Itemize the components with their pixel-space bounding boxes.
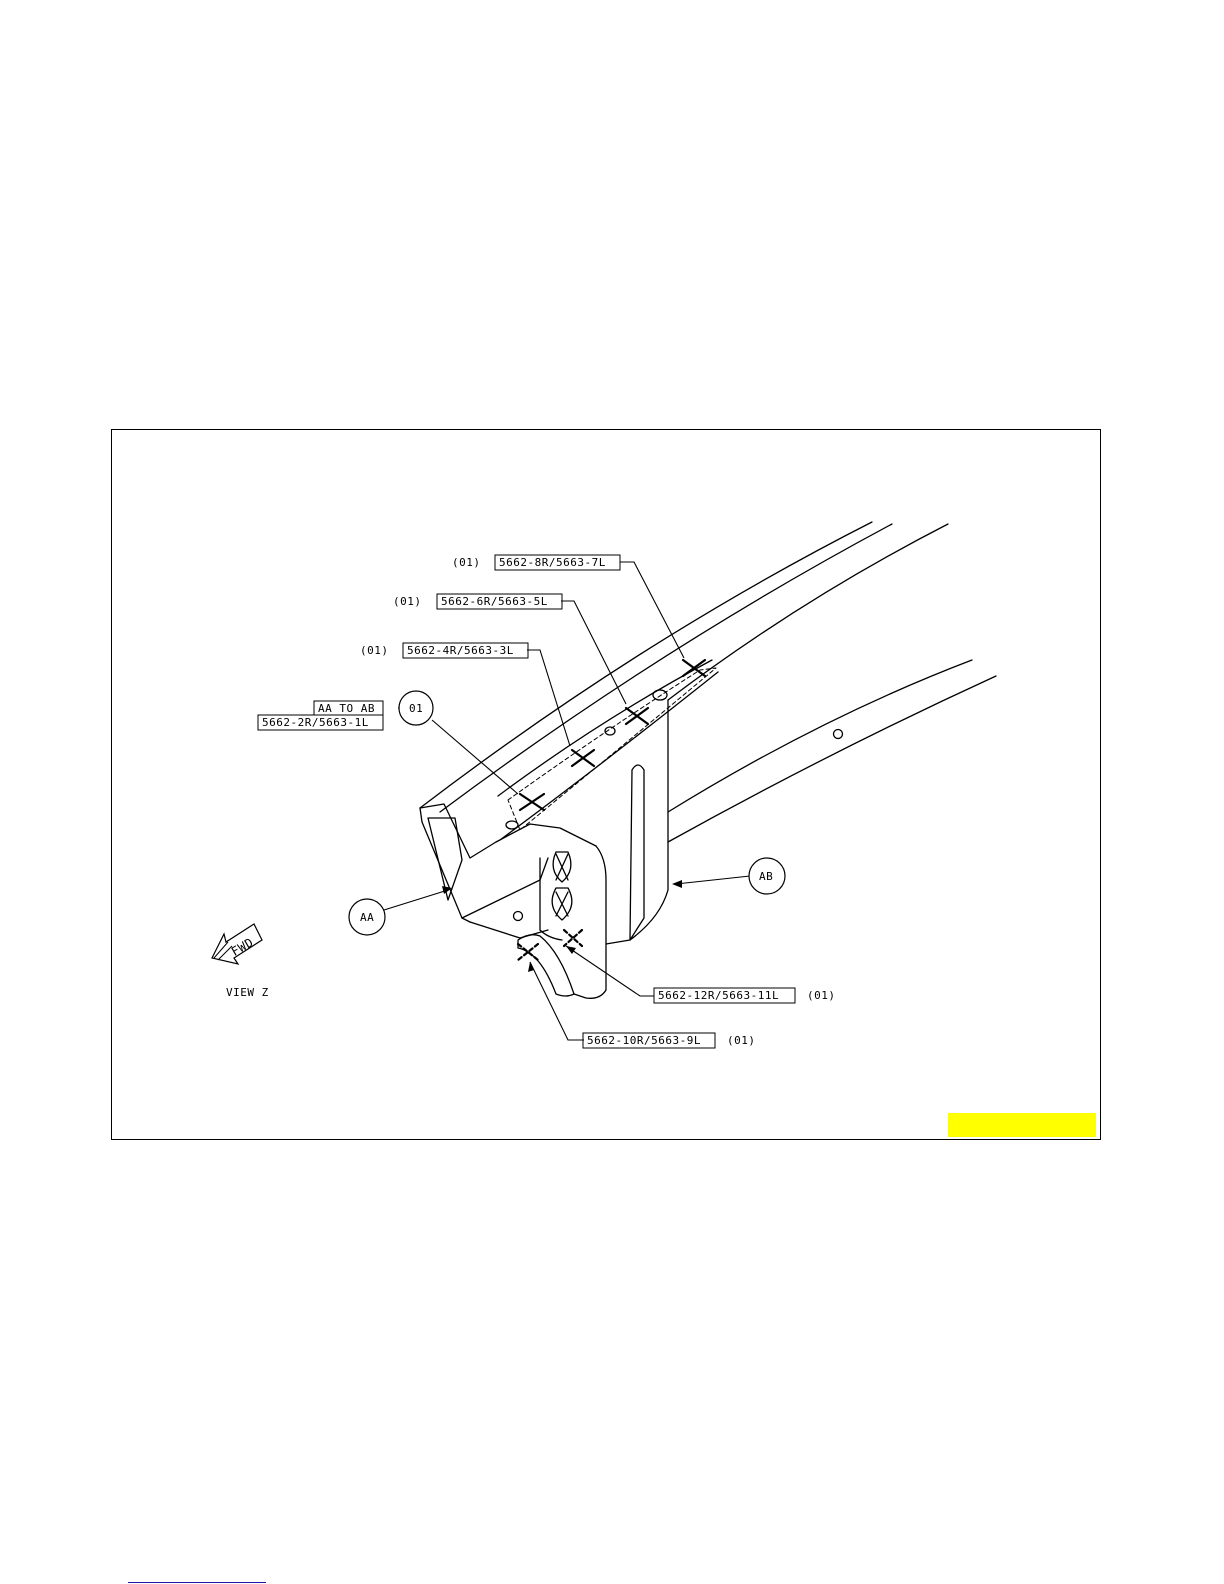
footer-rule [128, 1582, 266, 1583]
callout-part-4r: 5662-4R/5663-3L [407, 644, 514, 657]
callout-part-2r: 5662-2R/5663-1L [262, 716, 369, 729]
callout-part-8r: 5662-8R/5663-7L [499, 556, 606, 569]
callout-range: AA TO AB [318, 702, 375, 715]
callout-qty-4r: (01) [360, 644, 389, 657]
callout-qty-8r: (01) [452, 556, 481, 569]
leader-lines [384, 562, 750, 1040]
structure-linework [420, 522, 996, 998]
fwd-arrow-icon: FWD [212, 924, 262, 964]
callout-part-12r: 5662-12R/5663-11L [658, 989, 779, 1002]
callout-part-10r: 5662-10R/5663-9L [587, 1034, 701, 1047]
callout-qty-10r: (01) [727, 1034, 756, 1047]
view-label: VIEW Z [226, 986, 269, 999]
callout-qty-12r: (01) [807, 989, 836, 1002]
bubble-ab-label: AB [759, 870, 773, 883]
bubble-aa-label: AA [360, 911, 374, 924]
callout-part-6r: 5662-6R/5663-5L [441, 595, 548, 608]
callout-qty-6r: (01) [393, 595, 422, 608]
highlight-box [948, 1113, 1096, 1137]
bubble-01-label: 01 [409, 702, 423, 715]
